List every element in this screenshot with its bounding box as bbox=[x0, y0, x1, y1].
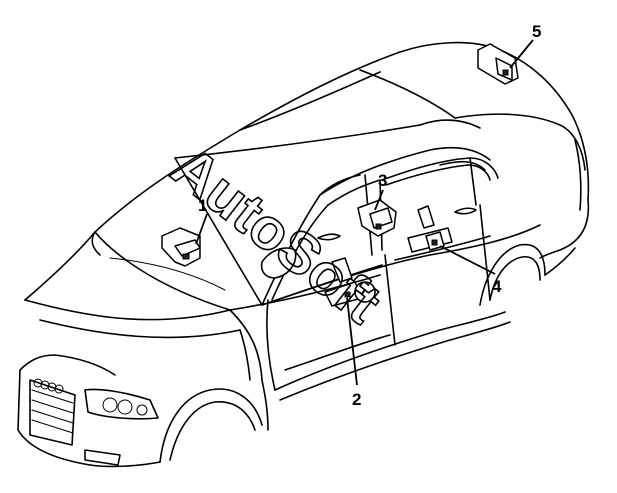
callout-5: 5 bbox=[509, 22, 541, 69]
callout-3-label: 3 bbox=[378, 171, 387, 190]
callout-1: 1 bbox=[195, 196, 208, 245]
callout-5-label: 5 bbox=[532, 22, 541, 41]
car-body-outline bbox=[17, 41, 590, 468]
sensor-part-5 bbox=[477, 43, 519, 85]
sensor-part-4 bbox=[407, 205, 453, 253]
callout-1-label: 1 bbox=[198, 196, 207, 215]
callout-4-label: 4 bbox=[492, 277, 502, 296]
callout-2: 2 bbox=[346, 297, 361, 409]
sensor-part-1 bbox=[161, 227, 201, 267]
callout-3: 3 bbox=[374, 171, 387, 211]
sensor-part-2 bbox=[324, 257, 376, 307]
sensor-part-3 bbox=[357, 199, 397, 237]
callout-4: 4 bbox=[439, 245, 502, 296]
callout-2-label: 2 bbox=[352, 390, 361, 409]
